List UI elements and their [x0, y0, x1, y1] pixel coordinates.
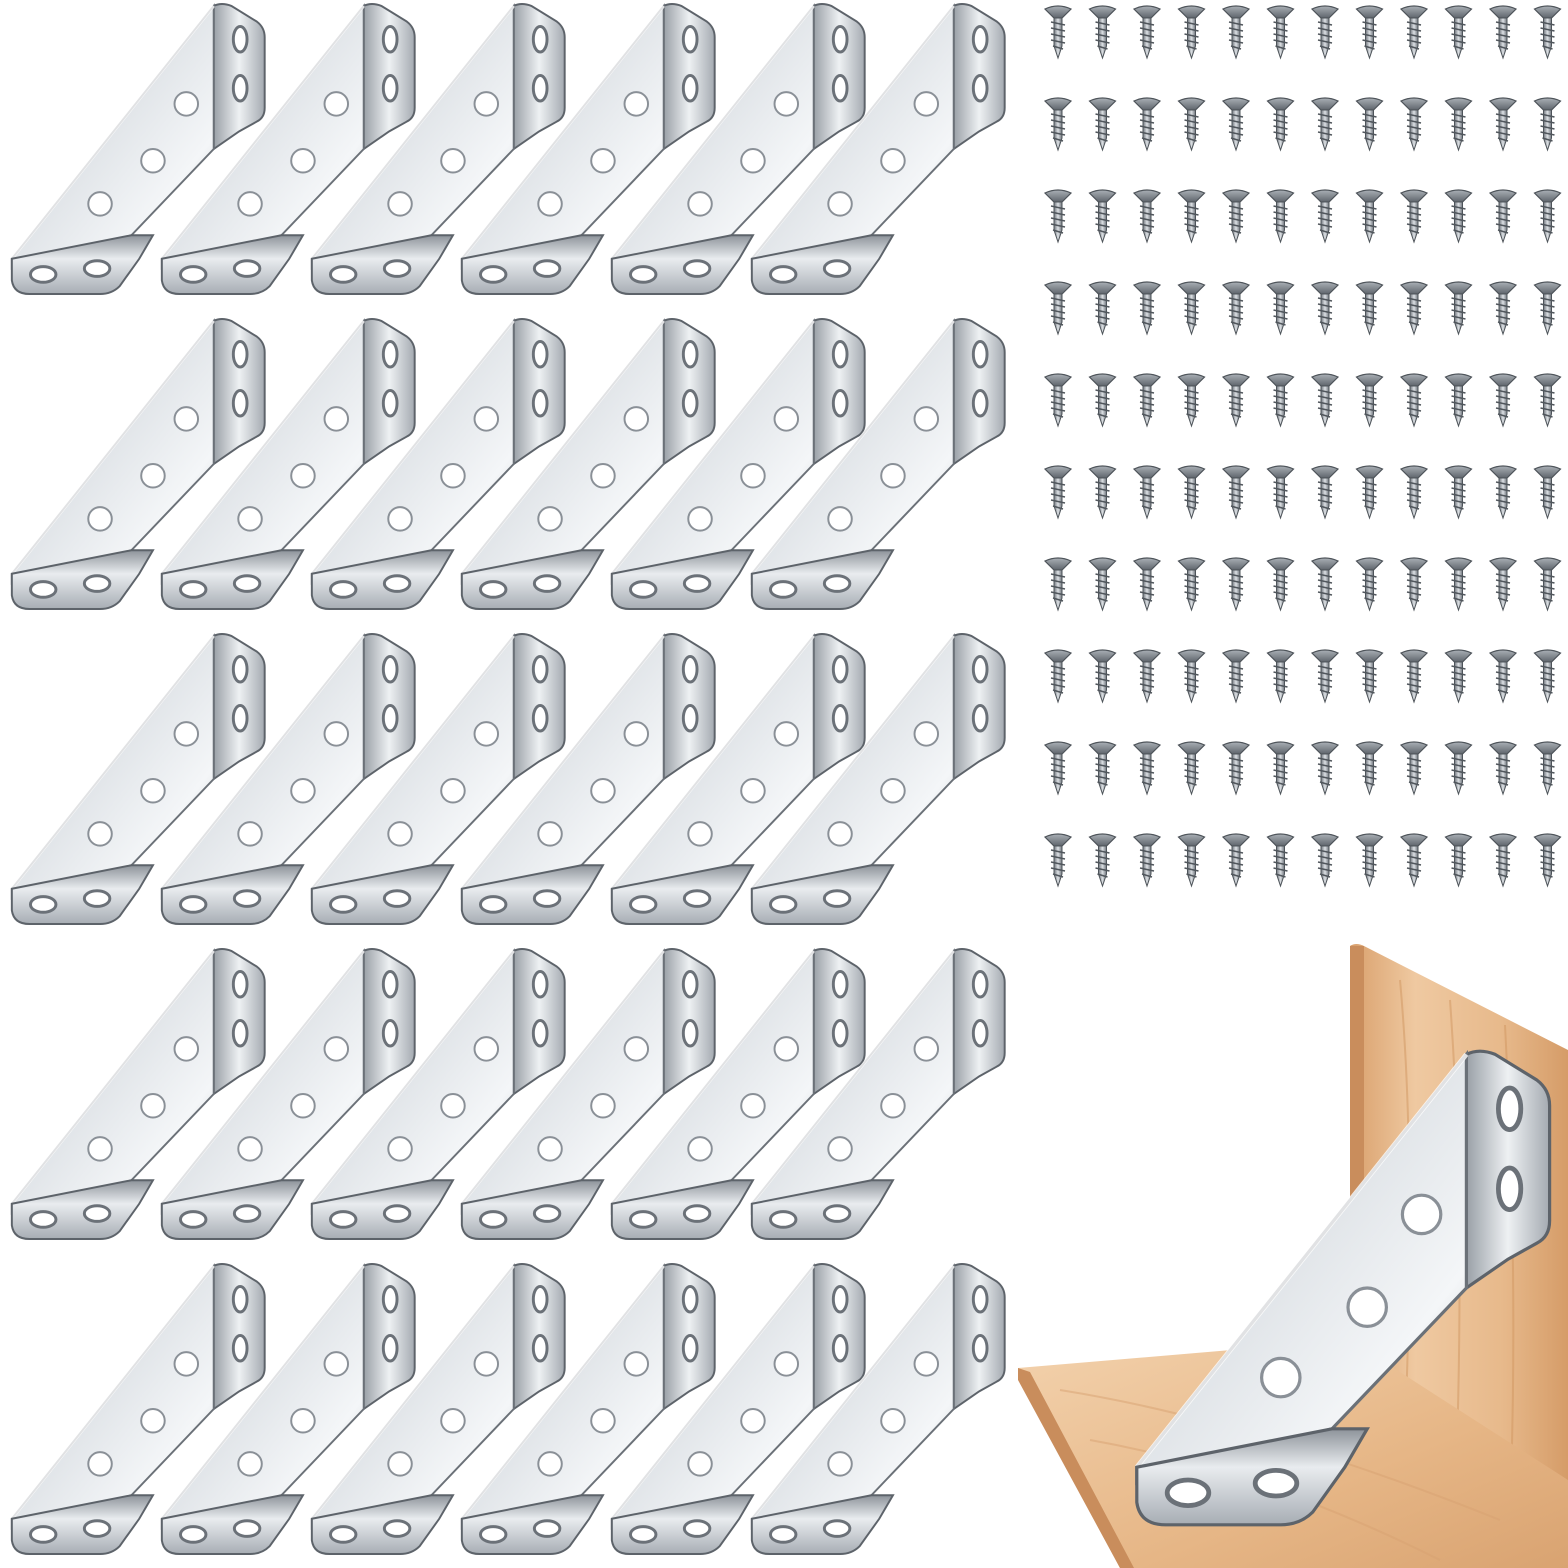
usage-demo	[1018, 944, 1568, 1568]
